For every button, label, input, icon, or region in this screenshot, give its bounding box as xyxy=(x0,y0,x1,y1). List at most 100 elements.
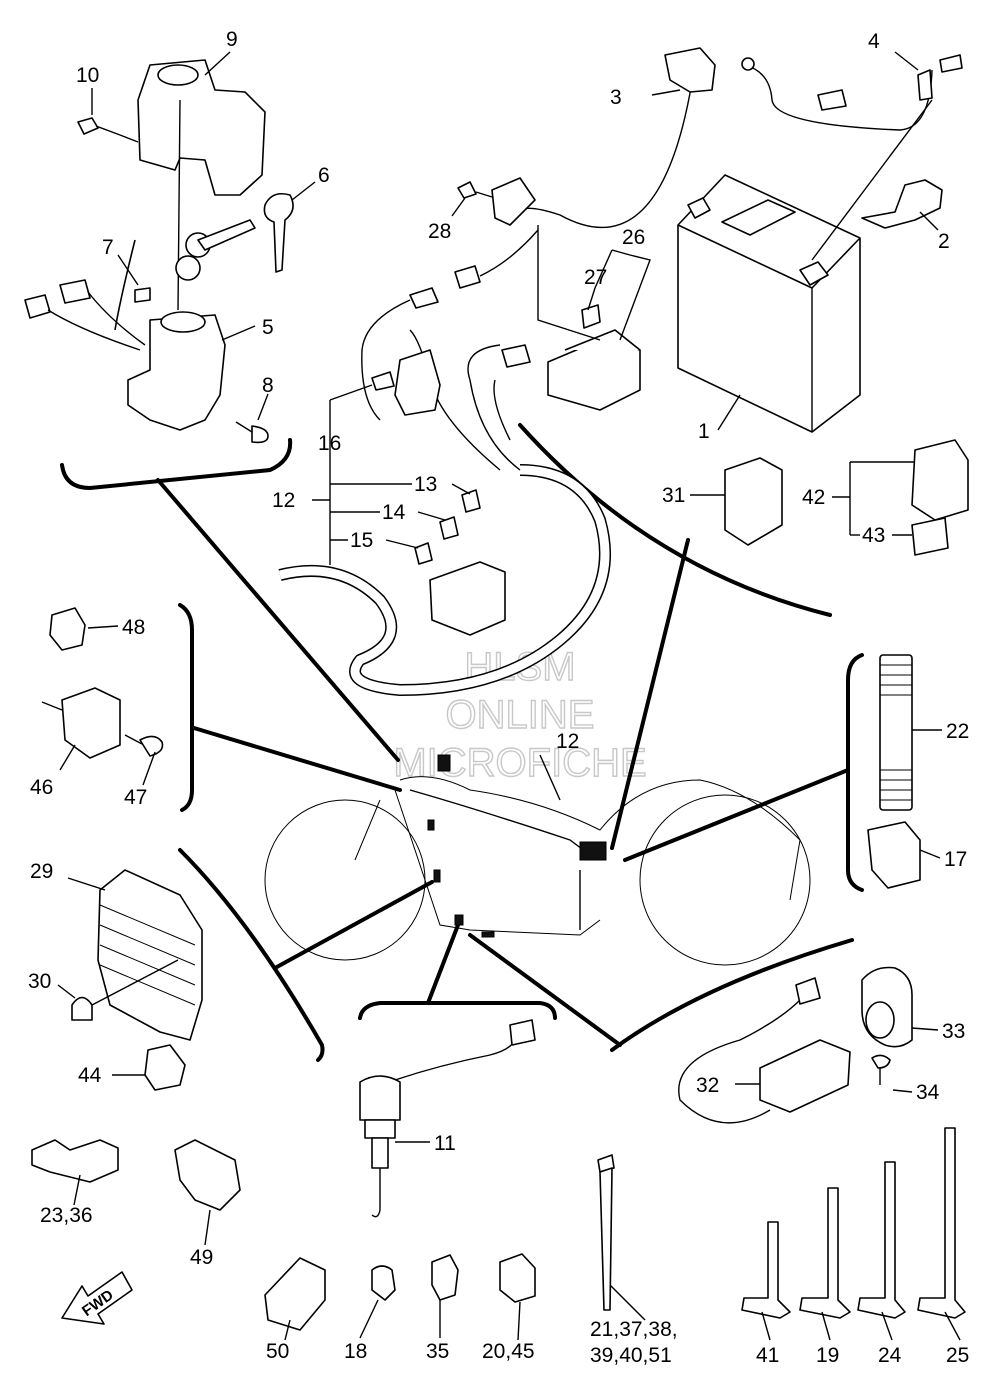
callout-49: 49 xyxy=(190,1246,213,1269)
battery-1-recess xyxy=(721,199,796,236)
watermark: HLSM ONLINE MICROFICHE xyxy=(393,644,648,785)
connector-5a xyxy=(24,294,51,319)
harness-12-branch-c xyxy=(493,379,511,441)
fuse-13 xyxy=(461,489,481,513)
callout-12b: 12 xyxy=(556,730,579,753)
clip-49 xyxy=(174,1139,241,1211)
tie-24 xyxy=(857,1161,906,1319)
switch-11-body xyxy=(359,1075,401,1121)
tree-14b xyxy=(417,511,446,521)
bolt-10-head xyxy=(77,117,99,135)
callout-33: 33 xyxy=(942,1020,965,1043)
callout-31: 31 xyxy=(662,484,685,507)
neutral-switch-11 xyxy=(359,1019,536,1218)
ignition-bracket xyxy=(77,51,266,196)
ignition-panel-frame xyxy=(60,438,293,491)
callout-12a: 12 xyxy=(272,489,295,512)
clamp-17 xyxy=(867,821,921,889)
clamp-23-36 xyxy=(31,1139,119,1183)
tie-19 xyxy=(799,1187,851,1319)
leader-18 xyxy=(359,1299,379,1339)
callout-44: 44 xyxy=(78,1064,102,1087)
callout-48: 48 xyxy=(122,616,145,639)
callout-26: 26 xyxy=(622,226,645,249)
cable-4 xyxy=(744,64,933,131)
leader-lines xyxy=(156,478,850,1047)
leader-relay xyxy=(468,933,622,1047)
leader-41 xyxy=(761,1311,771,1341)
leader-3 xyxy=(651,89,681,96)
leader-6 xyxy=(291,181,316,201)
tree-15b xyxy=(385,539,419,549)
callout-10: 10 xyxy=(76,64,99,87)
callout-1: 1 xyxy=(698,420,710,443)
callout-3: 3 xyxy=(610,86,622,109)
keys xyxy=(175,181,316,281)
socket-43 xyxy=(911,517,949,556)
relay-32 xyxy=(759,1039,851,1113)
leader-5 xyxy=(221,325,256,341)
leader-9 xyxy=(204,51,231,76)
tree-16 xyxy=(329,384,373,401)
battery-cables xyxy=(491,47,963,261)
fuse-box-12 xyxy=(429,561,506,636)
connector-d xyxy=(481,931,495,938)
leader-49 xyxy=(204,1209,211,1246)
battery xyxy=(677,174,861,433)
cable-4-ring xyxy=(741,57,755,71)
leader-25 xyxy=(944,1311,961,1341)
switch-11-wire xyxy=(394,1039,516,1081)
bolt-10-shank xyxy=(95,125,121,136)
leader-1 xyxy=(717,394,741,431)
stud-panel-frame xyxy=(846,653,864,892)
harness-12-branch-a xyxy=(467,344,521,471)
callout-13: 13 xyxy=(414,473,437,496)
leader-19 xyxy=(821,1311,831,1341)
regulator-29-fins xyxy=(99,904,196,1006)
callout-24: 24 xyxy=(878,1344,902,1367)
callout-42: 42 xyxy=(802,486,825,509)
cable-3-terminal xyxy=(491,177,536,226)
clamp-44 xyxy=(144,1044,186,1091)
bracket-9-hole xyxy=(157,64,199,86)
stud-22 xyxy=(879,654,913,811)
callout-7: 7 xyxy=(102,236,114,259)
sensor-group xyxy=(41,607,164,786)
leader-23-36 xyxy=(73,1174,81,1206)
key-blade-1 xyxy=(197,219,256,251)
tree-13b xyxy=(451,483,471,495)
relay-31 xyxy=(724,457,783,546)
leader-50 xyxy=(284,1319,291,1341)
clamp-18 xyxy=(371,1265,396,1301)
watermark-line-3: MICROFICHE xyxy=(393,741,646,785)
tie-41 xyxy=(741,1221,791,1319)
relay-group-32 xyxy=(678,966,939,1124)
nut-30 xyxy=(71,996,93,1021)
regulator-group xyxy=(57,869,203,1091)
callout-43: 43 xyxy=(862,524,885,547)
leader-27 xyxy=(587,287,596,311)
callout-6: 6 xyxy=(318,164,330,187)
bolt-28 xyxy=(457,181,477,199)
leader-46 xyxy=(59,744,76,771)
callout-20-45: 20,45 xyxy=(482,1340,535,1363)
callout-14: 14 xyxy=(382,501,406,524)
relay-32-connector xyxy=(795,977,821,1005)
cable-4-dash xyxy=(811,99,933,261)
switch-11-connector xyxy=(509,1019,536,1046)
frame-outline xyxy=(354,776,801,901)
harness-connector-c xyxy=(501,344,531,368)
callout-2: 2 xyxy=(938,230,950,253)
cable-4-connector xyxy=(817,89,847,111)
clamp-20-45 xyxy=(499,1253,536,1303)
fuse-27 xyxy=(581,304,601,329)
relays-31-42 xyxy=(690,439,969,556)
fwd-arrow-icon xyxy=(61,1271,133,1325)
callout-35: 35 xyxy=(426,1340,449,1363)
leader-28 xyxy=(451,197,466,217)
callout-29: 29 xyxy=(30,860,53,883)
switch-11-stem xyxy=(371,1137,389,1169)
fuse-label-tree xyxy=(312,384,471,565)
leader-8 xyxy=(257,393,269,421)
